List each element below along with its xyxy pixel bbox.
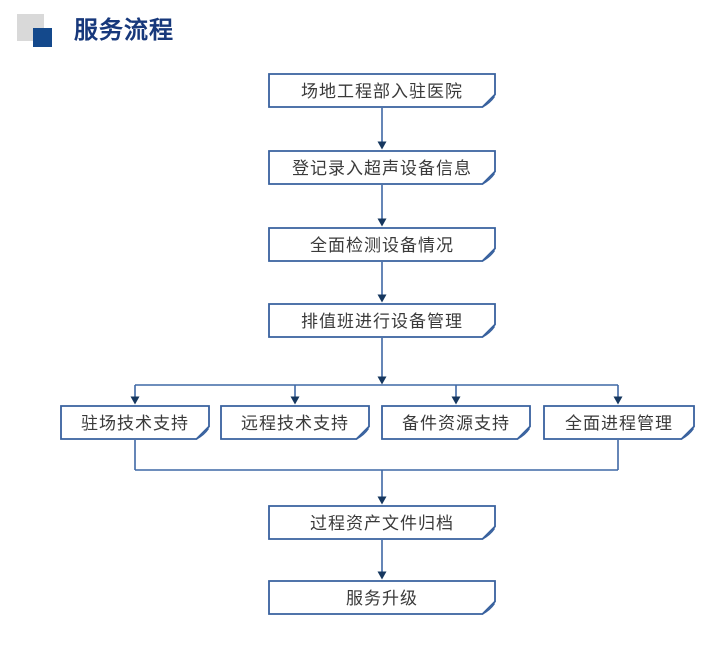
arrowhead-icon: [290, 396, 300, 405]
section-header: 服务流程: [17, 14, 174, 48]
arrowhead-icon: [377, 218, 387, 227]
flow-node-label: 场地工程部入驻医院: [301, 81, 463, 101]
flow-node-label: 驻场技术支持: [81, 413, 189, 433]
flow-node-label: 全面检测设备情况: [310, 235, 454, 255]
flow-node-step1: 场地工程部入驻医院: [268, 73, 496, 108]
arrowhead-icon: [451, 396, 461, 405]
folded-corner-shape: [268, 150, 496, 185]
flow-node-step5: 过程资产文件归档: [268, 505, 496, 540]
folded-corner-shape: [268, 227, 496, 262]
arrowhead-icon: [377, 141, 387, 150]
folded-corner-shape: [268, 303, 496, 338]
section-title: 服务流程: [74, 17, 174, 44]
flow-node-label: 服务升级: [346, 588, 418, 608]
flow-node-step2: 登记录入超声设备信息: [268, 150, 496, 185]
flow-node-label: 过程资产文件归档: [310, 513, 454, 533]
flow-node-label: 排值班进行设备管理: [301, 311, 463, 331]
arrowhead-icon: [377, 294, 387, 303]
flow-node-step3: 全面检测设备情况: [268, 227, 496, 262]
blue-square-icon: [33, 28, 52, 47]
flow-node-step6: 服务升级: [268, 580, 496, 615]
flow-node-step4: 排值班进行设备管理: [268, 303, 496, 338]
folded-corner-shape: [381, 405, 531, 440]
folded-corner-shape: [268, 580, 496, 615]
folded-corner-shape: [60, 405, 210, 440]
flow-node-label: 远程技术支持: [241, 413, 349, 433]
section-bullet-icon: [17, 14, 71, 48]
flow-node-label: 全面进程管理: [565, 413, 673, 433]
flow-node-branch1: 驻场技术支持: [60, 405, 210, 440]
flow-node-branch3: 备件资源支持: [381, 405, 531, 440]
arrowhead-icon: [613, 396, 623, 405]
flow-node-label: 备件资源支持: [402, 413, 510, 433]
arrowhead-icon: [377, 571, 387, 580]
folded-corner-shape: [268, 73, 496, 108]
arrowhead-icon: [130, 396, 140, 405]
flow-node-label: 登记录入超声设备信息: [292, 158, 472, 178]
arrowhead-icon: [377, 376, 387, 385]
folded-corner-shape: [268, 505, 496, 540]
arrowhead-icon: [377, 496, 387, 505]
folded-corner-shape: [220, 405, 370, 440]
flow-node-branch2: 远程技术支持: [220, 405, 370, 440]
folded-corner-shape: [543, 405, 695, 440]
flow-node-branch4: 全面进程管理: [543, 405, 695, 440]
